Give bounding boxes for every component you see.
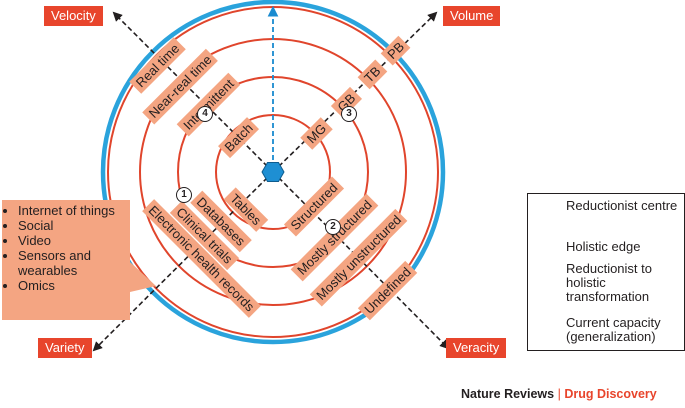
capacity-badge-4: 4 — [197, 106, 213, 122]
variety-header: Variety — [38, 338, 92, 358]
reductionist-centre-hexagon — [261, 162, 285, 182]
outer-holistic-edge — [100, 0, 446, 345]
journal-subject: Drug Discovery — [564, 387, 657, 401]
veracity-header: Veracity — [446, 338, 507, 358]
credit-separator: | — [557, 387, 561, 401]
legend-label-reductionist-centre: Reductionist centre — [566, 198, 678, 213]
capacity-badge-3: 3 — [341, 106, 357, 122]
callout-item: Social — [18, 218, 130, 233]
callout-pointer — [130, 262, 156, 292]
capacity-badge-2: 2 — [325, 219, 341, 235]
legend-label-current-capacity: Current capacity (generalization) — [566, 315, 661, 344]
legend-label-transformation: Reductionist to holistic transformation — [566, 261, 652, 304]
volume-header: Volume — [443, 6, 501, 26]
legend-label-holistic-edge: Holistic edge — [566, 239, 641, 254]
callout-item: Omics — [18, 278, 130, 293]
callout-item: Internet of things — [18, 203, 130, 218]
journal-name: Nature Reviews — [461, 387, 555, 401]
velocity-header: Velocity — [44, 6, 103, 26]
callout-item: Video — [18, 233, 130, 248]
data-sources-callout: Internet of things Social Video Sensors … — [2, 200, 130, 320]
journal-credit: Nature Reviews | Drug Discovery — [461, 387, 657, 401]
legend: Reductionist centre Holistic edge Reduct… — [527, 193, 685, 351]
velocity-axis-arrow — [112, 11, 274, 173]
callout-item: Sensors and wearables — [18, 248, 130, 278]
capacity-badge-1: 1 — [176, 187, 192, 203]
